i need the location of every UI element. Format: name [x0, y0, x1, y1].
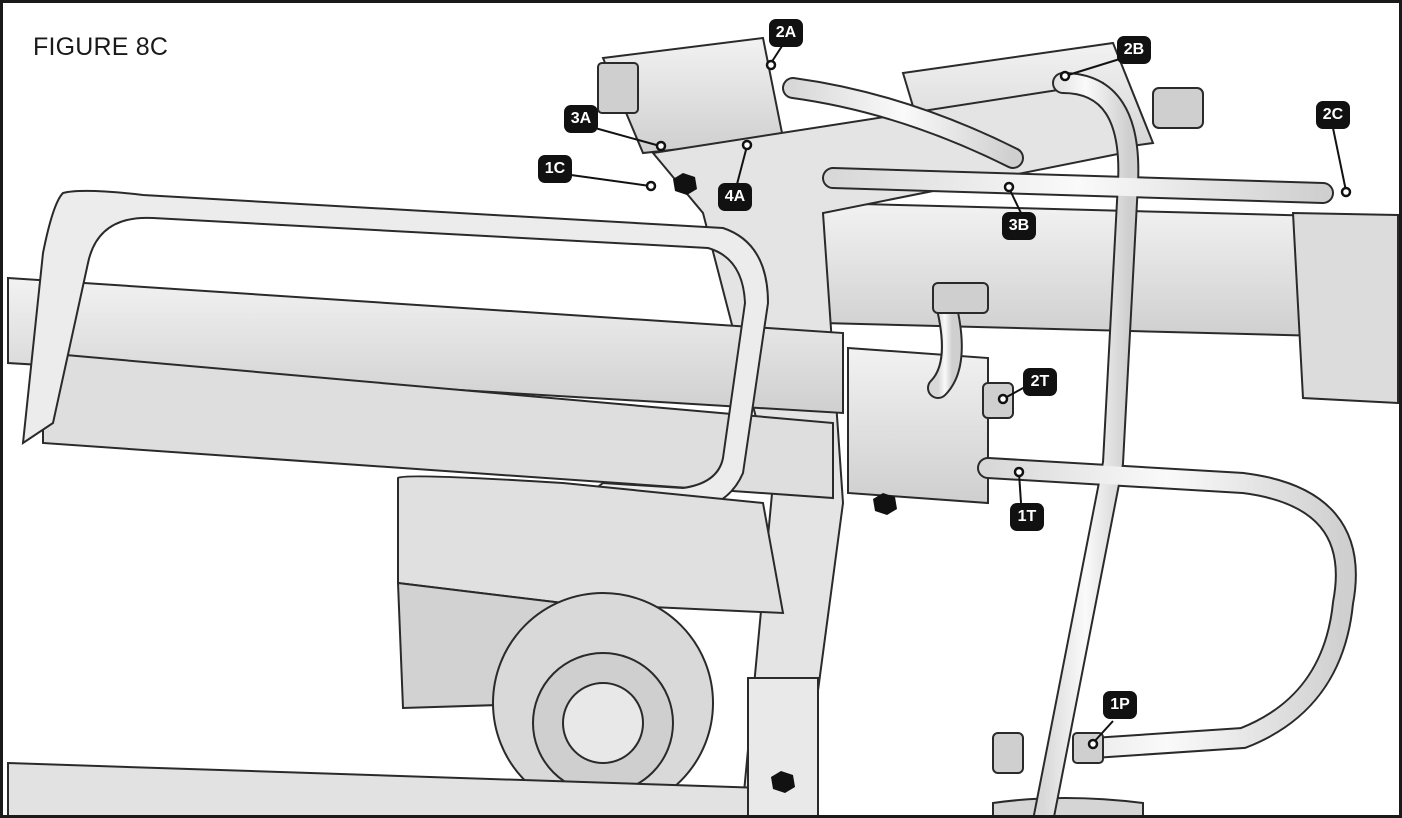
callout-1p: 1P	[1103, 691, 1137, 719]
main-beam	[7, 276, 844, 415]
engine-housing	[397, 475, 785, 615]
callout-2c: 2C	[1316, 101, 1350, 129]
callout-2a: 2A	[769, 19, 803, 47]
callout-2b: 2B	[1117, 36, 1151, 64]
machine-illustration	[7, 36, 1399, 815]
callout-3b: 3B	[1002, 212, 1036, 240]
callout-1c: 1C	[538, 155, 572, 183]
tank	[847, 346, 989, 505]
callout-2t: 2T	[1023, 368, 1057, 396]
callout-3a: 3A	[564, 105, 598, 133]
callout-4a: 4A	[718, 183, 752, 211]
figure-title: FIGURE 8C	[33, 33, 169, 61]
callout-1t: 1T	[1010, 503, 1044, 531]
guard-loop	[21, 189, 770, 515]
base-plate	[7, 761, 764, 815]
